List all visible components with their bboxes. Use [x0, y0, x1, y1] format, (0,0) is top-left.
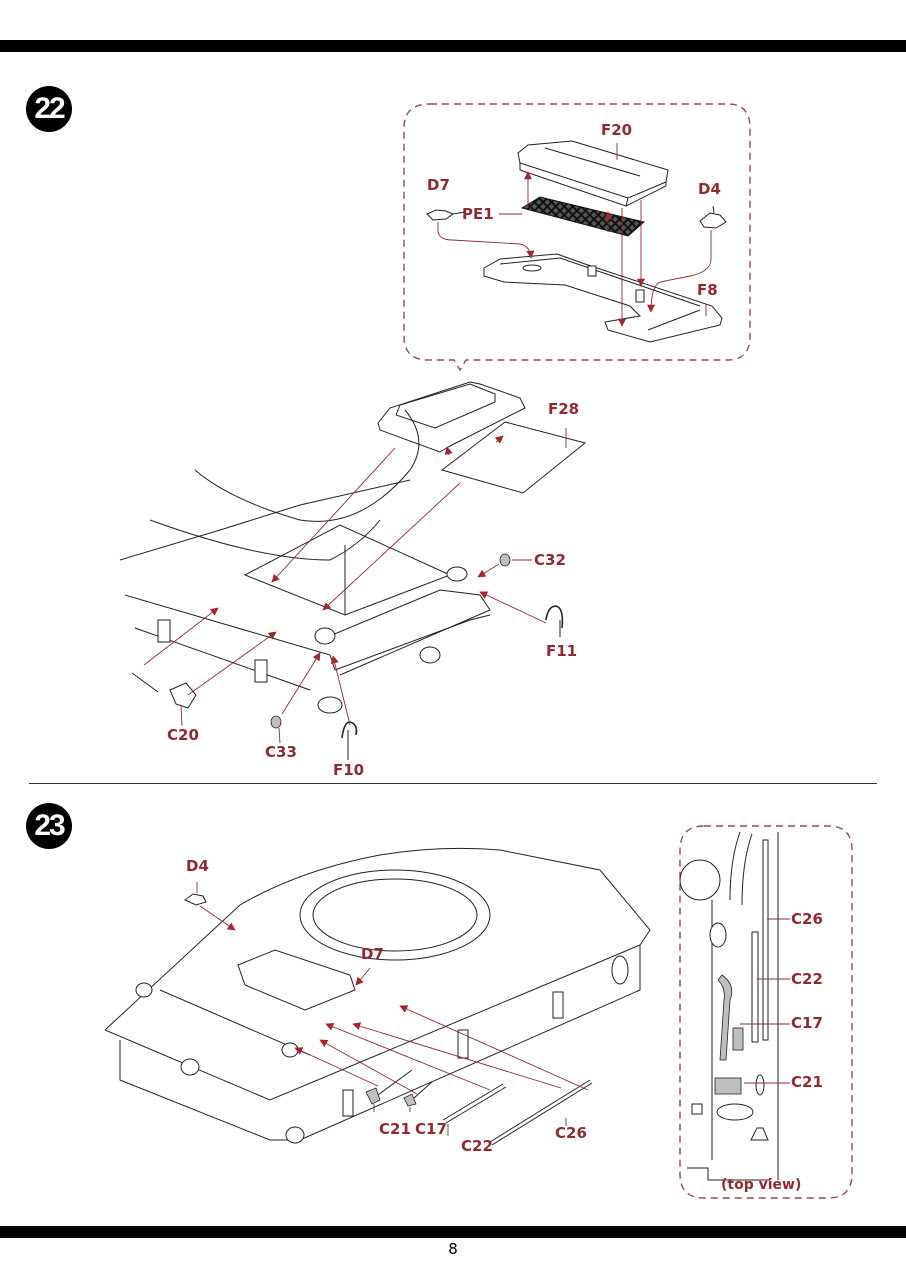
topview-label-C22: C22 — [791, 970, 823, 988]
part-label-D7: D7 — [361, 945, 384, 963]
topview-label-C21: C21 — [791, 1073, 823, 1091]
topview-inset-border — [679, 825, 853, 1199]
part-label-F10: F10 — [333, 761, 365, 779]
detail-inset-border — [403, 103, 751, 372]
part-label-F8: F8 — [697, 281, 718, 299]
part-label-C22: C22 — [461, 1137, 493, 1155]
part-C21 — [365, 1069, 413, 1105]
page-number: 8 — [448, 1240, 458, 1258]
step23-main-illustration — [104, 847, 651, 1146]
part-C32 — [499, 553, 511, 567]
part-C20 — [131, 672, 197, 709]
part-label-C17: C17 — [415, 1120, 447, 1138]
part-label-D7: D7 — [427, 176, 450, 194]
part-F28 — [440, 421, 587, 494]
bottom-border-bar — [0, 1226, 906, 1238]
topview-caption: (top view) — [721, 1177, 802, 1193]
part-F10 — [341, 721, 358, 760]
part-label-C26: C26 — [555, 1124, 587, 1142]
part-label-F20: F20 — [601, 121, 633, 139]
step-number-badge: 22 — [26, 86, 72, 132]
part-PE1 — [520, 196, 646, 237]
part-F8 — [483, 253, 723, 343]
topview-label-C17: C17 — [791, 1014, 823, 1032]
part-C26 — [489, 1079, 593, 1146]
part-C17 — [403, 1081, 433, 1107]
step23-topview-inset — [679, 825, 853, 1199]
step-divider — [29, 783, 877, 784]
step22-main-illustration — [119, 381, 587, 760]
part-D4 — [699, 205, 727, 229]
top-border-bar — [0, 40, 906, 52]
step22-detail-inset — [403, 103, 751, 372]
part-label-PE1: PE1 — [462, 205, 494, 223]
part-C22 — [442, 1083, 507, 1124]
part-label-D4: D4 — [698, 180, 721, 198]
part-label-C21: C21 — [379, 1120, 411, 1138]
topview-label-C26: C26 — [791, 910, 823, 928]
part-F20 — [517, 140, 669, 207]
part-D7 — [426, 209, 466, 221]
part-label-C20: C20 — [167, 726, 199, 744]
part-F11 — [545, 605, 564, 637]
part-D4 — [184, 893, 207, 906]
part-label-F28: F28 — [548, 400, 580, 418]
part-label-D4: D4 — [186, 857, 209, 875]
part-label-C32: C32 — [534, 551, 566, 569]
part-label-F11: F11 — [546, 642, 578, 660]
part-C33 — [270, 715, 282, 729]
part-label-C33: C33 — [265, 743, 297, 761]
step-number-badge: 23 — [26, 803, 72, 849]
